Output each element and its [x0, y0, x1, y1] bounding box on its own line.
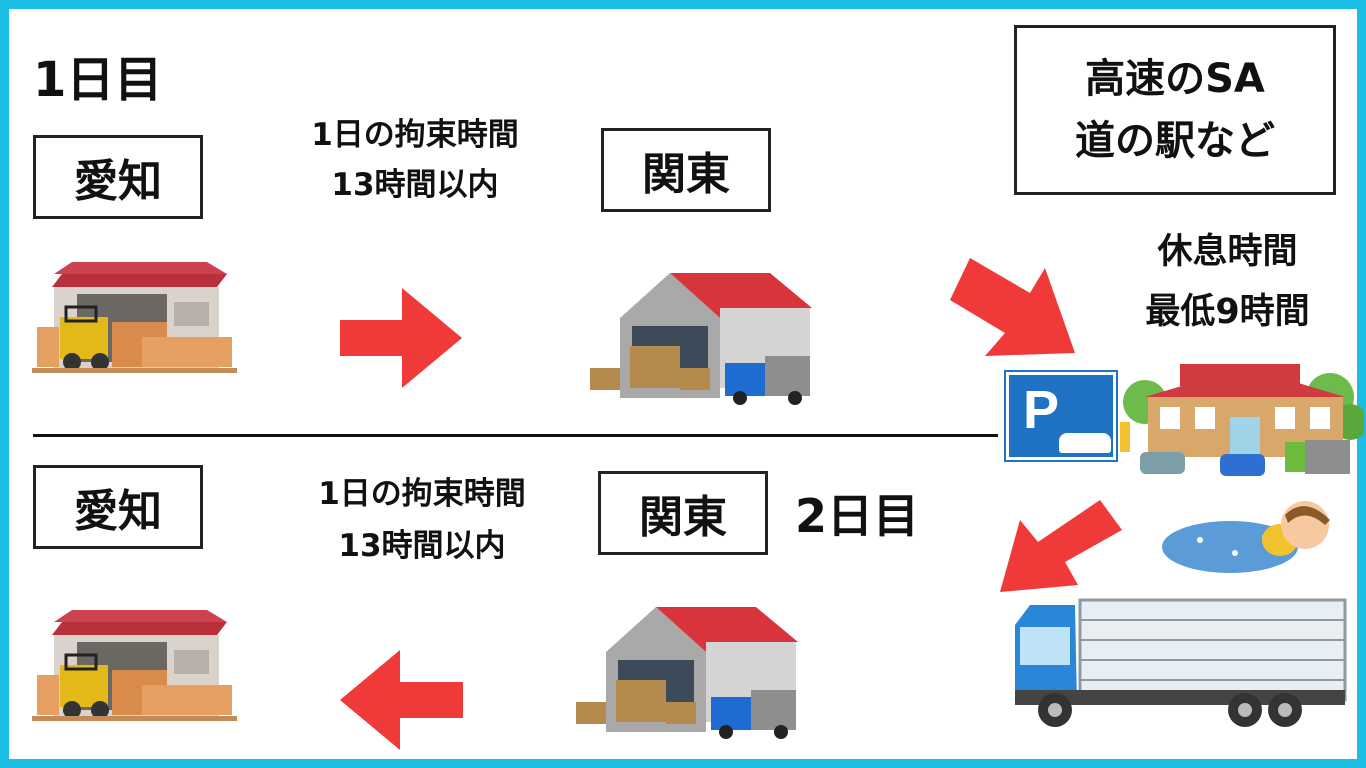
warehouse-forklift-icon: [32, 262, 237, 373]
day1-constraint-line1: 1日の拘束時間: [311, 117, 519, 153]
rest-area-building-icon: [1120, 364, 1364, 476]
rest-time-line1: 休息時間: [1157, 232, 1298, 272]
rest-location-box: 高速のSA 道の駅など: [1014, 25, 1336, 195]
day2-constraint-text: 1日の拘束時間 13時間以内: [262, 468, 582, 572]
day1-destination-label: 関東: [601, 128, 771, 212]
day1-constraint-line2: 13時間以内: [331, 167, 499, 203]
day1-title: 1日目: [33, 52, 163, 108]
parking-car-icon: [1059, 433, 1111, 453]
day2-constraint-line1: 1日の拘束時間: [318, 476, 526, 512]
sleeping-person-icon: [1162, 501, 1330, 573]
arrow-left-icon: [340, 650, 463, 750]
rest-time-line2: 最低9時間: [1145, 292, 1310, 332]
warehouse-forklift-icon: [32, 610, 237, 721]
rest-time-text: 休息時間 最低9時間: [1105, 222, 1350, 342]
rest-location-line2: 道の駅など: [1075, 118, 1275, 164]
day-divider: [33, 434, 998, 437]
day1-constraint-text: 1日の拘束時間 13時間以内: [255, 110, 575, 210]
warehouse-truck-icon: [590, 273, 812, 405]
arrow-down-left-icon: [1000, 500, 1122, 592]
day2-constraint-line2: 13時間以内: [338, 528, 506, 564]
day2-destination-label: 愛知: [33, 465, 203, 549]
arrow-down-right-icon: [950, 258, 1075, 356]
warehouse-truck-icon: [576, 607, 798, 739]
large-truck-icon: [1015, 598, 1347, 727]
day2-origin-label: 関東: [598, 471, 768, 555]
parking-sign-icon: P: [1004, 370, 1118, 462]
day2-title: 2日目: [795, 489, 920, 543]
day1-origin-label: 愛知: [33, 135, 203, 219]
arrow-right-icon: [340, 288, 462, 388]
parking-sign-letter: P: [1023, 380, 1060, 440]
rest-location-line1: 高速のSA: [1085, 56, 1265, 102]
